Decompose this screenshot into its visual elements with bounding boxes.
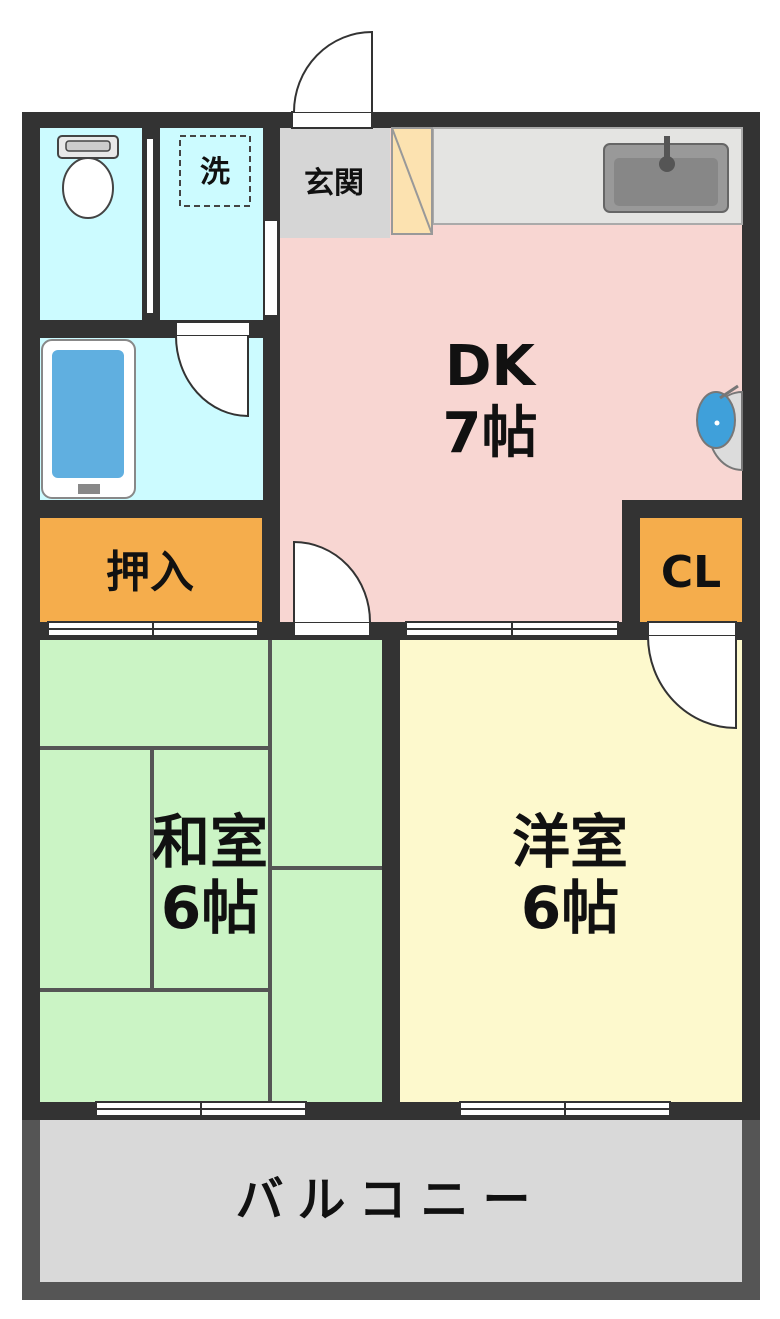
dk-size: 7帖 bbox=[443, 401, 538, 466]
entrance-door bbox=[291, 30, 373, 129]
window-rails bbox=[48, 622, 670, 1116]
bathtub-icon bbox=[41, 339, 136, 499]
dk-name: DK bbox=[445, 334, 537, 399]
japanese-room-door bbox=[293, 540, 371, 637]
western-room-size: 6帖 bbox=[521, 874, 619, 942]
entrance-floor bbox=[280, 128, 390, 238]
bathroom-door bbox=[175, 321, 251, 418]
japanese-room-size: 6帖 bbox=[161, 874, 259, 942]
tatami-lines bbox=[40, 640, 382, 1102]
washer-label: 洗 bbox=[200, 155, 230, 190]
cl-label: CL bbox=[661, 547, 721, 598]
cl-closet bbox=[640, 518, 742, 622]
oshiire-closet bbox=[40, 518, 262, 622]
japanese-room-floor bbox=[40, 640, 382, 1102]
western-room-floor bbox=[400, 640, 742, 1102]
fridge-diagonal bbox=[391, 127, 433, 235]
western-room-name: 洋室 bbox=[512, 808, 628, 876]
entrance-label: 玄関 bbox=[304, 166, 364, 201]
balcony-label: バルコニー bbox=[235, 1172, 544, 1228]
balcony-floor bbox=[40, 1120, 742, 1282]
japanese-room-name: 和室 bbox=[152, 808, 268, 876]
washbasin-icon bbox=[696, 384, 743, 472]
washer-icon: 洗 bbox=[179, 135, 251, 207]
toilet-icon bbox=[57, 135, 119, 219]
oshiire-label: 押入 bbox=[106, 547, 194, 598]
sink-icon bbox=[603, 136, 729, 213]
dk-floor bbox=[280, 128, 742, 622]
western-room-door bbox=[647, 621, 737, 730]
washroom bbox=[160, 128, 263, 320]
